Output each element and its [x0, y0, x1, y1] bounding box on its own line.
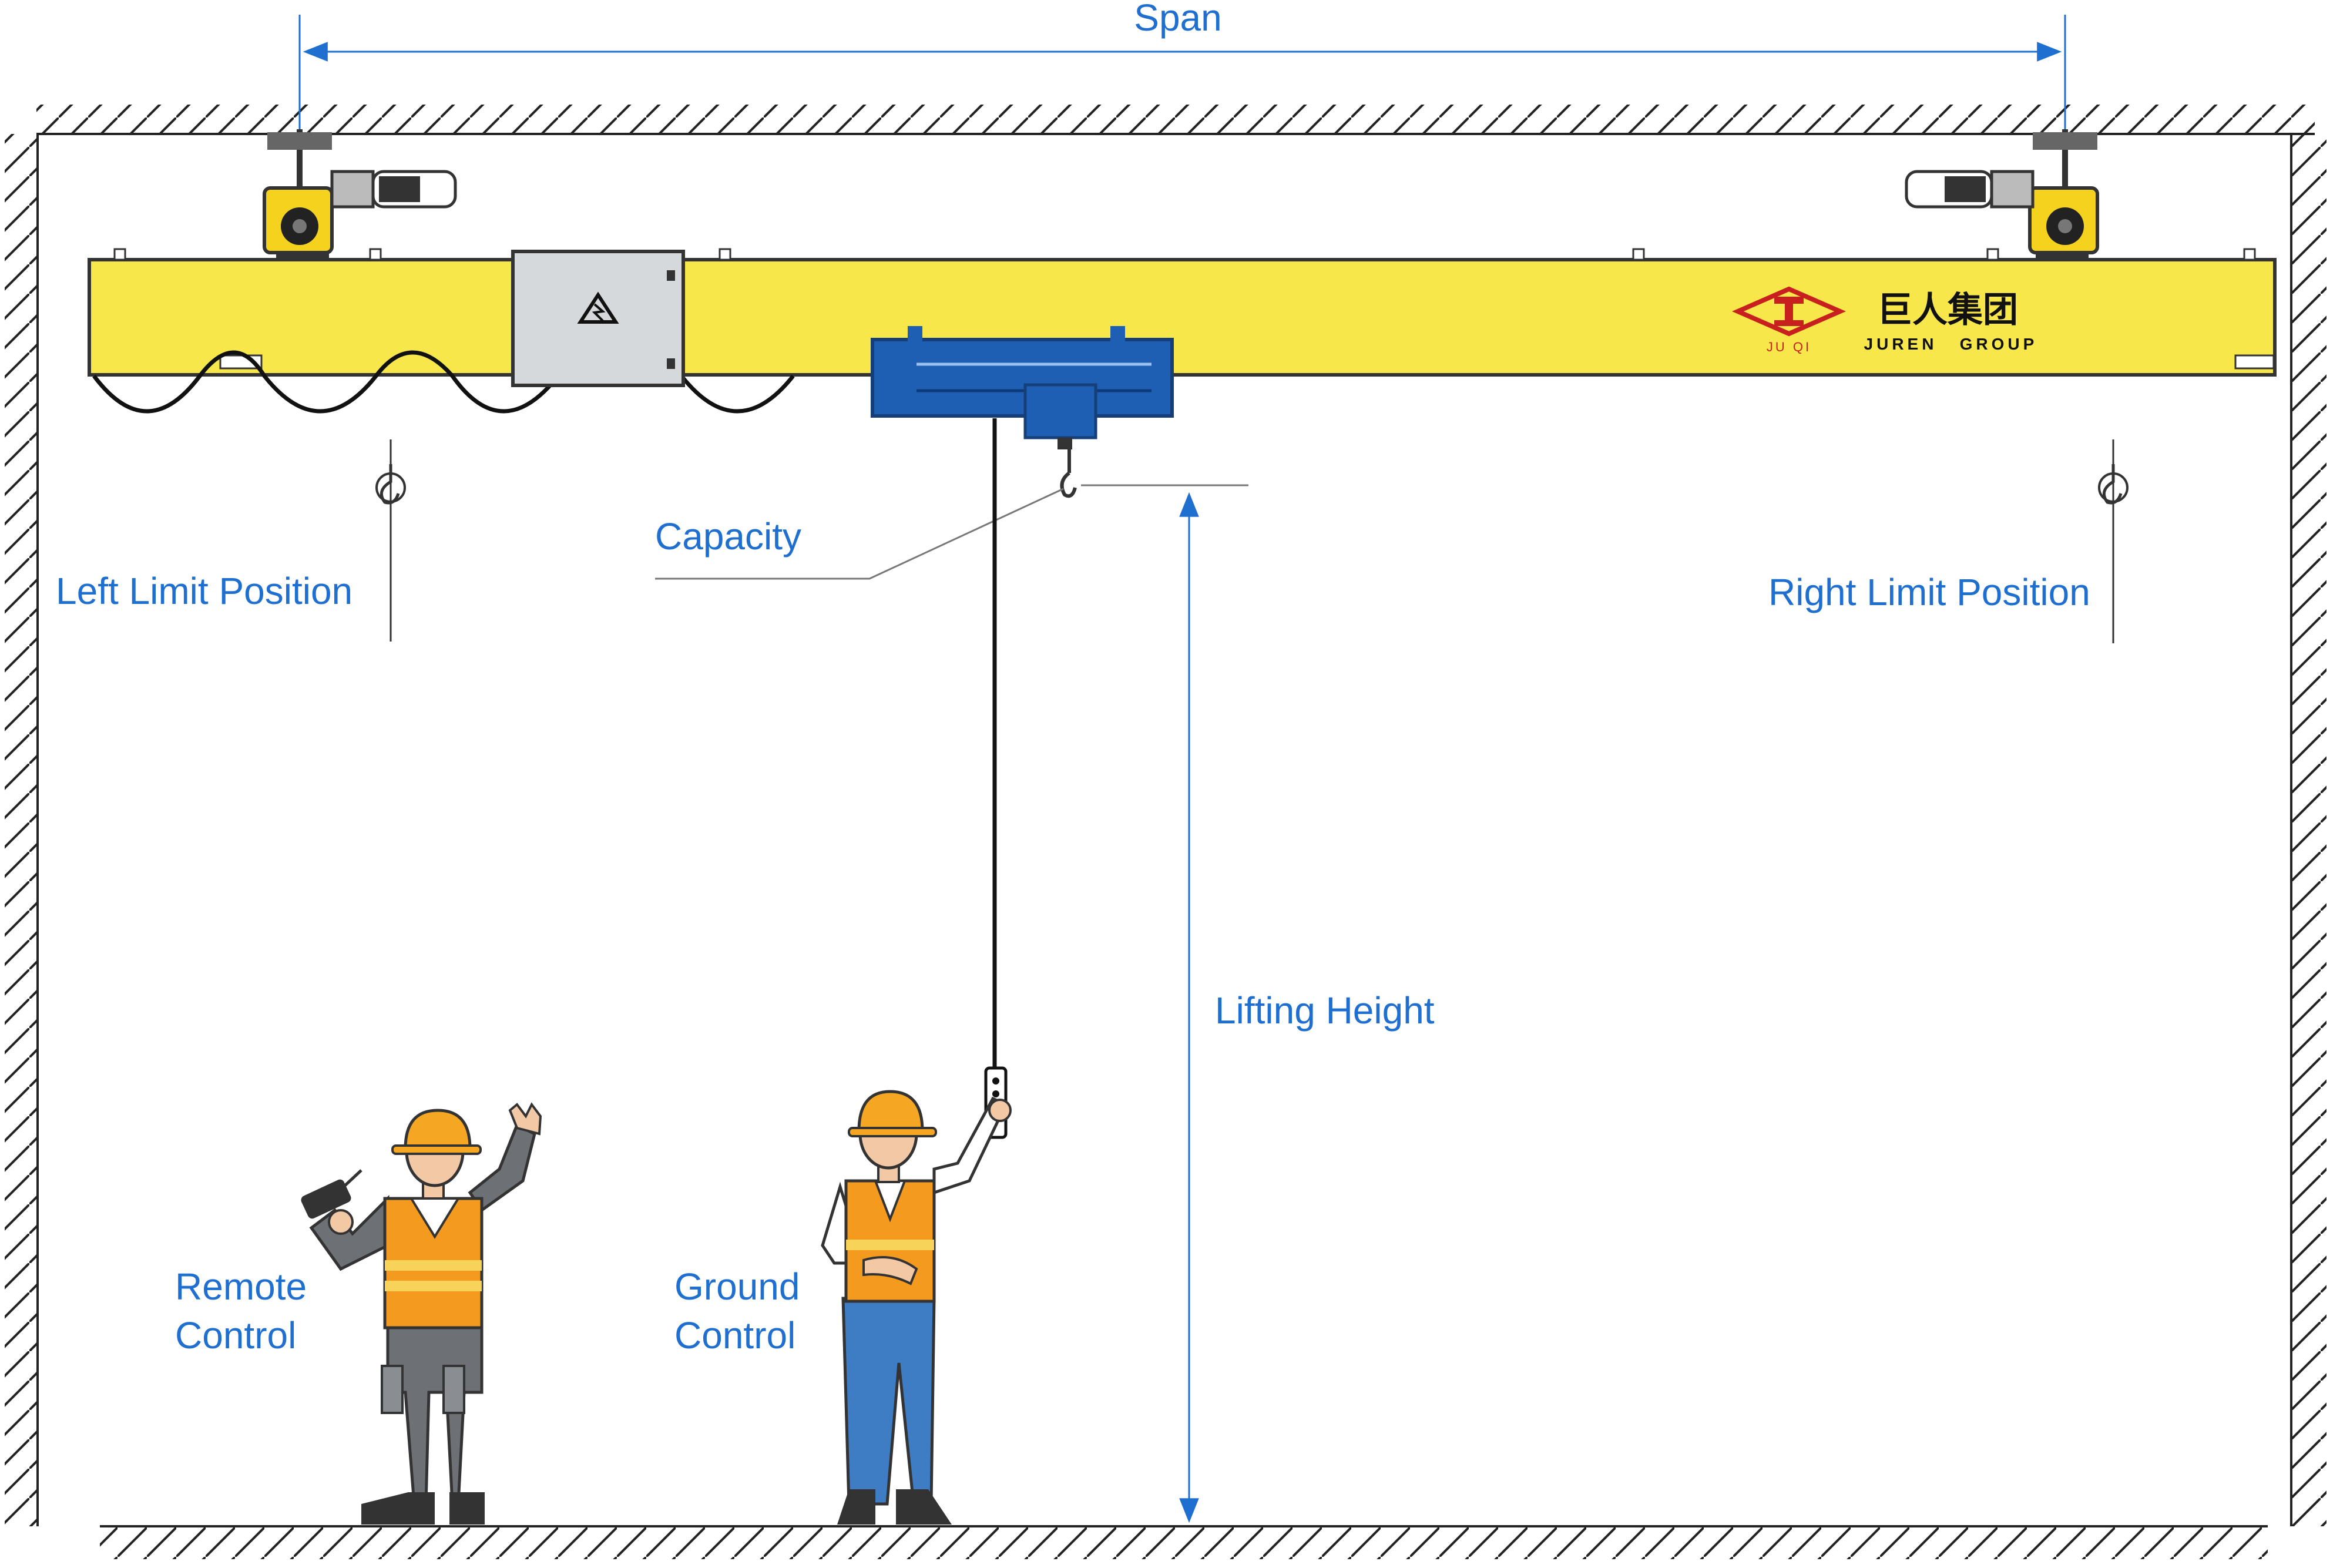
festoon-cable	[92, 350, 795, 414]
end-carriage-right	[1905, 129, 2099, 264]
ground-control-label-line2: Control	[674, 1314, 795, 1357]
logo-english-right: GROUP	[1960, 335, 2038, 353]
electric-hazard-icon	[577, 291, 619, 324]
capacity-leader	[655, 488, 1064, 580]
remote-control-label-line1: Remote	[175, 1265, 307, 1308]
floor	[100, 1525, 2268, 1559]
left-limit-marker	[375, 439, 406, 642]
hoist-hook-icon	[1060, 446, 1077, 498]
lifting-height-label: Lifting Height	[1215, 989, 1435, 1032]
capacity-label: Capacity	[655, 515, 801, 558]
right-limit-hook-icon	[2098, 464, 2129, 505]
remote-control-worker	[301, 1102, 542, 1525]
electric-hoist	[871, 326, 1174, 449]
remote-control-label-line2: Control	[175, 1314, 296, 1357]
span-label: Span	[1134, 0, 1221, 39]
left-limit-hook-icon	[375, 464, 406, 505]
juren-logo-icon	[1732, 286, 1846, 337]
end-carriage-left	[263, 129, 457, 264]
right-wall	[2290, 134, 2326, 1526]
left-wall	[5, 134, 39, 1526]
logo-chinese: 巨人集团	[1877, 290, 2018, 331]
ceiling	[36, 105, 2315, 135]
right-limit-label: Right Limit Position	[1768, 571, 2090, 613]
left-limit-label: Left Limit Position	[56, 570, 352, 612]
remote-control-icon	[301, 1169, 362, 1219]
control-panel	[511, 250, 685, 387]
logo-english-left: JUREN	[1864, 335, 1938, 353]
right-limit-marker	[2098, 439, 2129, 643]
girder	[88, 248, 2277, 377]
span-dimension	[298, 15, 2066, 135]
ground-control-label-line1: Ground	[674, 1265, 800, 1308]
ground-control-worker	[821, 1090, 1012, 1525]
logo-mark-text: JU QI	[1767, 340, 1811, 354]
